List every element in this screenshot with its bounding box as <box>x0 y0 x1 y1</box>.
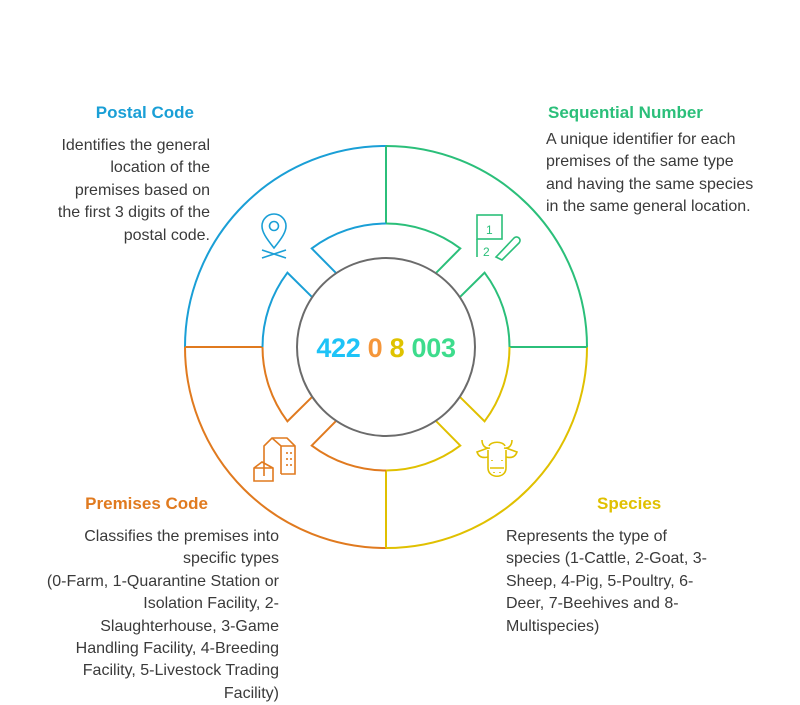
inner-arc-left-b <box>261 271 313 348</box>
svg-text:1: 1 <box>486 223 493 237</box>
outer-arc-premises <box>184 346 387 549</box>
premises-id-code: 422 0 8 003 <box>297 333 475 363</box>
inner-arc-bottom-b <box>310 420 387 472</box>
species-title: Species <box>597 494 662 513</box>
outer-arc-postal <box>184 145 387 348</box>
cow-icon <box>475 439 519 478</box>
sequential-number-title: Sequential Number <box>548 103 703 122</box>
map-pin-icon <box>261 213 287 259</box>
code-species: 8 <box>389 333 405 363</box>
inner-arc-right-b <box>459 346 511 423</box>
species-description: Represents the type of species (1-Cattle… <box>506 528 707 635</box>
farm-buildings-icon <box>253 437 296 482</box>
inner-arc-right-a <box>459 271 511 348</box>
center-circle <box>296 257 476 437</box>
premises-code-description: Classifies the premises into specific ty… <box>46 528 279 702</box>
premises-code-title: Premises Code <box>85 494 208 513</box>
outer-arc-species <box>385 346 588 549</box>
inner-arc-bottom-a <box>385 420 462 472</box>
inner-arc-top-a <box>310 222 387 274</box>
inner-arc-left-a <box>261 346 313 423</box>
code-sequential: 003 <box>411 333 456 363</box>
postal-code-description: Identifies the general location of the p… <box>57 137 210 244</box>
code-postal: 422 <box>316 333 361 363</box>
code-premises: 0 <box>367 333 383 363</box>
inner-arc-top-b <box>385 222 462 274</box>
ring-segments <box>184 145 588 549</box>
numbered-list-pencil-icon: 1 2 <box>476 214 521 261</box>
sequential-number-description: A unique identifier for each premises of… <box>546 131 754 216</box>
svg-text:2: 2 <box>483 245 490 259</box>
outer-arc-sequential <box>385 145 588 348</box>
postal-code-title: Postal Code <box>95 103 194 122</box>
